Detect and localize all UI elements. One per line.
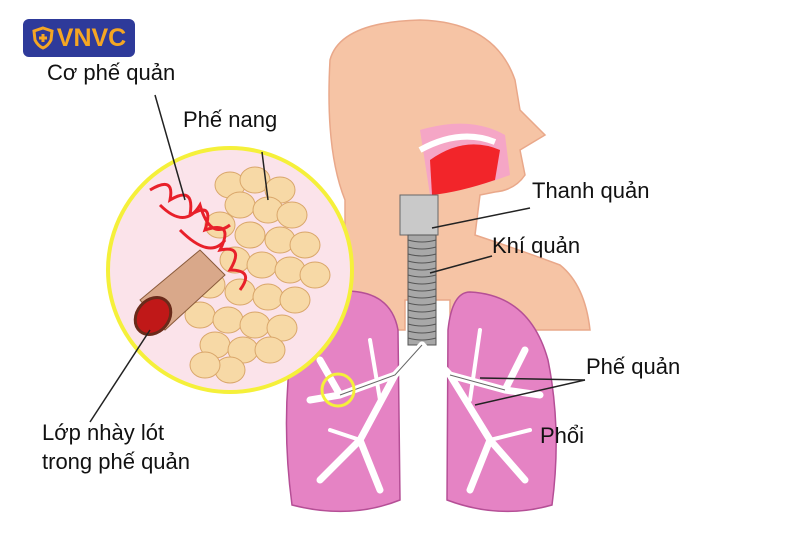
label-thanh-quan: Thanh quản: [532, 178, 650, 203]
trachea-ring: [407, 337, 437, 341]
alveolus: [189, 351, 221, 379]
trachea-ring: [407, 323, 437, 327]
label-co-phe-quan: Cơ phế quản: [47, 60, 176, 85]
trachea-ring: [407, 260, 437, 264]
mouth-cavity: [430, 144, 500, 195]
trachea-ring: [407, 302, 437, 306]
shield-plus-icon: [32, 26, 54, 50]
trachea-ring: [407, 239, 437, 243]
trachea-ring: [407, 309, 437, 313]
alveolus: [224, 191, 256, 219]
alveolus: [224, 278, 256, 306]
trachea-ring: [407, 288, 437, 292]
alveolus: [239, 311, 271, 339]
trachea-ring: [407, 316, 437, 320]
label-lop-nhay-line1: Lớp nhày lót: [42, 420, 165, 445]
larynx: [399, 194, 439, 236]
trachea-ring: [407, 246, 437, 250]
nasal-passage: [418, 133, 497, 153]
alveolus: [252, 283, 284, 311]
trachea-ring: [407, 274, 437, 278]
alveolus: [299, 261, 331, 289]
label-phe-quan: Phế quản: [586, 354, 681, 379]
trachea-ring: [407, 267, 437, 271]
trachea-ring: [407, 253, 437, 257]
alveolus: [289, 231, 321, 259]
highlight-circle-small: [320, 372, 356, 408]
bronchial-muscle: [149, 182, 248, 291]
label-phoi: Phổi: [540, 423, 585, 448]
trachea-ring: [407, 281, 437, 285]
alveolus: [246, 251, 278, 279]
trachea-ring: [407, 295, 437, 299]
alveolus: [276, 201, 308, 229]
label-phe-nang: Phế nang: [183, 107, 278, 132]
vnvc-logo: VNVC: [23, 19, 135, 57]
bronchiole-opening: [133, 296, 173, 336]
label-lop-nhay-line2: trong phế quản: [42, 449, 191, 474]
logo-text: VNVC: [56, 23, 127, 52]
alveolus: [279, 286, 311, 314]
alveolus: [254, 336, 286, 364]
trachea-ring: [407, 330, 437, 334]
alveolus: [234, 221, 266, 249]
pointer-lines: [89, 94, 586, 423]
alveolus: [266, 314, 298, 342]
label-khi-quan: Khí quản: [492, 233, 581, 258]
alveolus: [212, 306, 244, 334]
right-lung: [446, 291, 557, 513]
